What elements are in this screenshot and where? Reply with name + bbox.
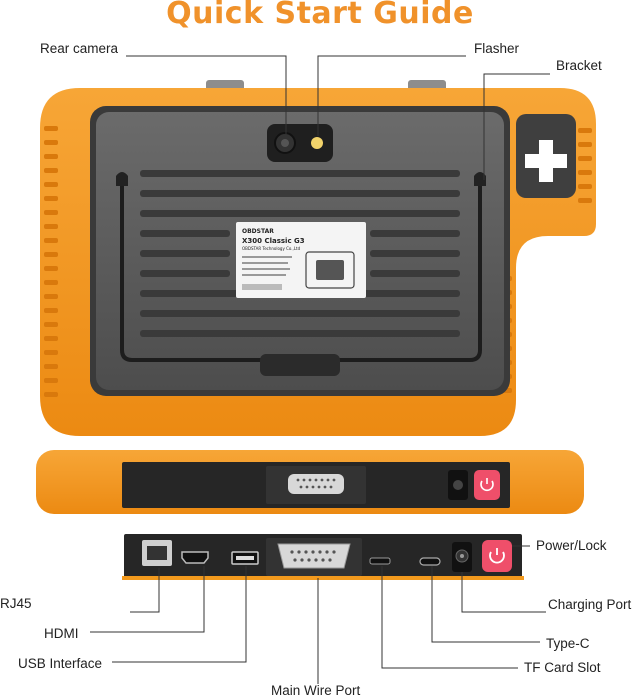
tablet-bottom-edge-covered	[36, 450, 584, 514]
page-title: Quick Start Guide	[166, 0, 474, 31]
label-type-c: Type-C	[546, 636, 590, 651]
sticker-model: X300 Classic G3	[242, 237, 305, 245]
power-button-covered	[474, 470, 500, 500]
label-usb-interface: USB Interface	[18, 656, 103, 671]
label-charging-port: Charging Port	[548, 597, 632, 612]
tablet-back-view: OBDSTAR X300 Classic G3 OBDSTAR Technolo…	[40, 80, 596, 436]
label-flasher: Flasher	[474, 41, 520, 56]
label-power-lock: Power/Lock	[536, 538, 607, 553]
flasher-led	[311, 137, 323, 149]
sticker-brand: OBDSTAR	[242, 228, 274, 235]
hdmi-port	[181, 551, 209, 564]
label-rj45: RJ45	[0, 596, 32, 611]
sticker-company: OBDSTAR Technology Co.,Ltd	[242, 246, 301, 251]
type-c-port	[419, 557, 441, 566]
label-hdmi: HDMI	[44, 626, 79, 641]
label-rear-camera: Rear camera	[40, 41, 119, 56]
power-lock-button	[482, 540, 512, 572]
label-bracket: Bracket	[556, 58, 602, 73]
bracket-tab	[260, 354, 340, 376]
case-grip-ridges-left	[44, 126, 58, 397]
label-tf-card-slot: TF Card Slot	[524, 660, 601, 675]
tf-card-slot	[369, 557, 391, 565]
label-main-wire-port: Main Wire Port	[271, 683, 361, 698]
leader-lines	[90, 55, 550, 684]
tablet-bottom-edge-ports	[122, 534, 524, 580]
plus-icon	[525, 140, 567, 182]
